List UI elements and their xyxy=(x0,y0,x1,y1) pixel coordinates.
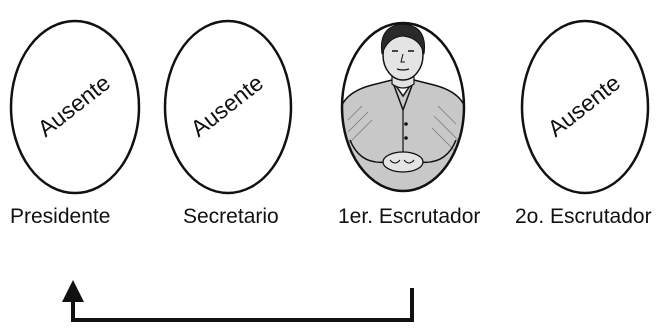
role-label-presidente: Presidente xyxy=(10,205,111,228)
oval-presidente: Ausente xyxy=(9,19,141,195)
hands-shape xyxy=(382,151,424,173)
oval-2o-escrutador: Ausente xyxy=(520,19,650,195)
absent-stamp-2o-escrutador: Ausente xyxy=(543,69,626,141)
hair-shape xyxy=(380,23,426,55)
oval-outline xyxy=(520,19,650,195)
oval-outline xyxy=(9,19,141,195)
oval-outline xyxy=(163,19,293,195)
shirt-shading xyxy=(347,105,459,155)
arrow-up-icon xyxy=(62,280,84,302)
absent-stamp-presidente: Ausente xyxy=(33,69,116,141)
role-label-2o-escrutador: 2o. Escrutador xyxy=(515,205,652,228)
connector-arrow xyxy=(62,280,414,322)
oval-1er-escrutador xyxy=(340,21,466,193)
absent-stamp-secretario: Ausente xyxy=(186,69,269,141)
oval-outline xyxy=(340,21,466,193)
connector-line xyxy=(71,288,414,322)
role-label-1er-escrutador: 1er. Escrutador xyxy=(338,205,481,228)
role-label-secretario: Secretario xyxy=(183,205,279,228)
oval-secretario: Ausente xyxy=(163,19,293,195)
